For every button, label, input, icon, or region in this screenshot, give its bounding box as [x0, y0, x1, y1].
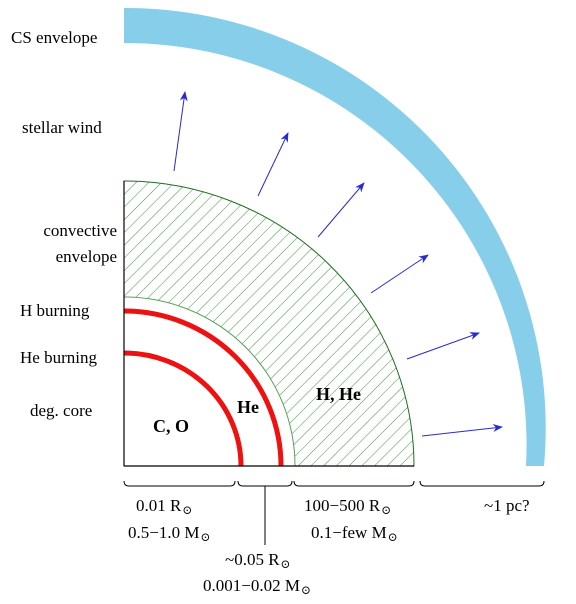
interior-region [124, 297, 295, 466]
label-envelope: envelope [55, 247, 117, 266]
label-convective: convective [43, 221, 117, 240]
core-mass-label: 0.5−1.0 M⊙ [128, 523, 211, 544]
label-h-burning: H burning [20, 301, 90, 320]
region-envelope-label: H, He [316, 384, 361, 404]
he-burning-shell [123, 350, 244, 467]
core-radius-text: 0.01 R [136, 496, 182, 515]
sun-symbol: ⊙ [182, 503, 193, 517]
cs-distance-label: ~1 pc? [484, 496, 530, 515]
sun-symbol: ⊙ [381, 503, 392, 517]
sun-symbol: ⊙ [280, 557, 291, 571]
sun-symbol: ⊙ [300, 583, 312, 597]
core-radius-label: 0.01 R⊙ [136, 496, 193, 517]
shell-mass-text: 0.001−0.02 M [203, 576, 300, 595]
h-burning-shell [123, 308, 284, 467]
envelope-mass-text: 0.1−few M [311, 523, 387, 542]
shell-radius-label: ~0.05 R⊙ [225, 550, 291, 571]
sun-symbol: ⊙ [200, 530, 211, 544]
scale-braces [123, 480, 545, 545]
label-deg-core: deg. core [30, 401, 93, 420]
wind-arrow [421, 424, 503, 437]
region-he-label: He [237, 397, 259, 417]
brace-shell [237, 480, 293, 487]
shell-radius-text: ~0.05 R [225, 550, 280, 569]
wind-arrow [173, 91, 188, 172]
envelope-radius-text: 100−500 R [304, 496, 381, 515]
brace-cs [419, 480, 545, 487]
label-stellar-wind: stellar wind [22, 118, 102, 137]
wind-arrow [257, 132, 289, 197]
brace-core [123, 480, 236, 487]
wind-arrow [406, 332, 480, 360]
label-he-burning: He burning [20, 348, 97, 367]
shell-mass-label: 0.001−0.02 M⊙ [203, 576, 312, 597]
wind-arrow [370, 254, 429, 294]
stellar-wind-arrows [173, 91, 503, 437]
interior-boundary [123, 296, 296, 467]
brace-envelope [293, 480, 415, 487]
label-cs-envelope: CS envelope [11, 28, 98, 47]
region-core-label: C, O [153, 416, 189, 436]
sun-symbol: ⊙ [387, 530, 398, 544]
envelope-mass-label: 0.1−few M⊙ [311, 523, 398, 544]
wind-arrow [317, 182, 365, 238]
cs-envelope-ring [124, 7, 546, 467]
core-mass-text: 0.5−1.0 M [128, 523, 200, 542]
envelope-radius-label: 100−500 R⊙ [304, 496, 392, 517]
